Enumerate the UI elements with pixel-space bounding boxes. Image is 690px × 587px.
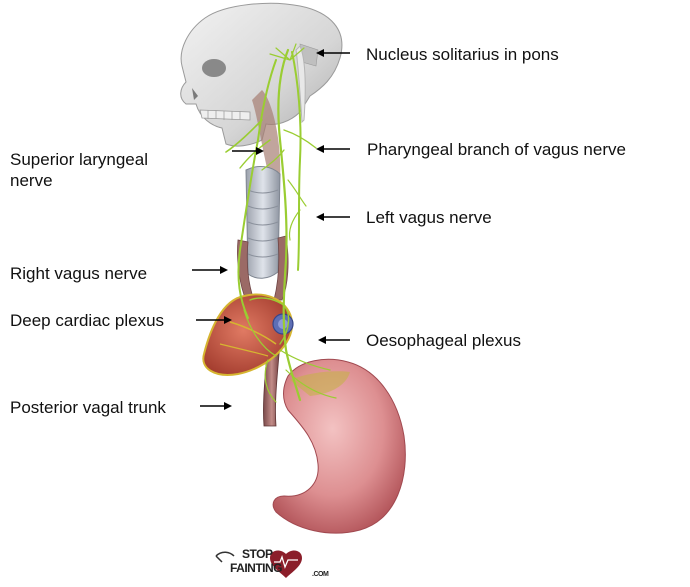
logo-stop-text: STOP bbox=[242, 547, 272, 561]
arrow-pharyngeal bbox=[316, 145, 350, 153]
arrow-right-vagus bbox=[192, 266, 228, 274]
label-superior-line1: Superior laryngeal bbox=[10, 149, 148, 170]
logo-com-text: .COM bbox=[312, 571, 328, 578]
arrow-posterior bbox=[200, 402, 232, 410]
label-left-vagus-nerve: Left vagus nerve bbox=[366, 207, 492, 228]
label-right-vagus-nerve: Right vagus nerve bbox=[10, 263, 147, 284]
label-posterior-vagal-trunk: Posterior vagal trunk bbox=[10, 397, 166, 418]
label-nucleus-solitarius: Nucleus solitarius in pons bbox=[366, 44, 559, 65]
stomach bbox=[273, 359, 405, 533]
arrow-left-vagus bbox=[316, 213, 350, 221]
logo-fainting-text: FAINTING bbox=[230, 561, 282, 575]
label-oesophageal-plexus: Oesophageal plexus bbox=[366, 330, 521, 351]
heart bbox=[203, 294, 293, 374]
label-deep-cardiac-plexus: Deep cardiac plexus bbox=[10, 310, 164, 331]
label-superior-laryngeal-nerve: Superior laryngeal nerve bbox=[10, 149, 148, 191]
arrow-oesophageal bbox=[318, 336, 350, 344]
stopfainting-logo: STOP FAINTING .COM bbox=[212, 546, 332, 582]
label-pharyngeal-branch: Pharyngeal branch of vagus nerve bbox=[367, 139, 626, 160]
label-superior-line2: nerve bbox=[10, 170, 148, 191]
